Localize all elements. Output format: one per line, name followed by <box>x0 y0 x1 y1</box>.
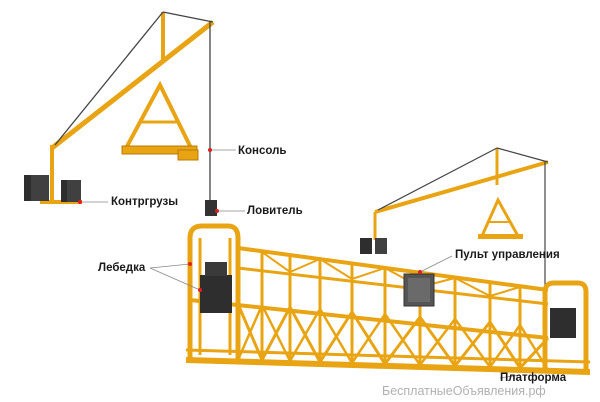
control-panel <box>403 273 435 307</box>
right-winch <box>550 308 576 338</box>
right-console <box>373 147 549 290</box>
catcher-device <box>205 200 217 216</box>
winch <box>200 262 232 313</box>
label-winch: Лебедка <box>98 262 146 274</box>
platform <box>185 223 591 375</box>
label-control-panel: Пульт управления <box>455 249 560 261</box>
label-catcher: Ловитель <box>247 205 303 217</box>
label-console: Консоль <box>238 145 287 157</box>
right-counterweights <box>360 238 387 254</box>
label-platform: Платформа <box>500 372 567 384</box>
watermark: БесплатныеОбъявления.рф <box>382 384 546 398</box>
label-counterweights: Контргрузы <box>111 196 179 208</box>
left-console <box>40 11 215 204</box>
leader-lines <box>80 149 521 379</box>
counterweights <box>24 175 81 202</box>
leader-dots <box>78 148 422 292</box>
